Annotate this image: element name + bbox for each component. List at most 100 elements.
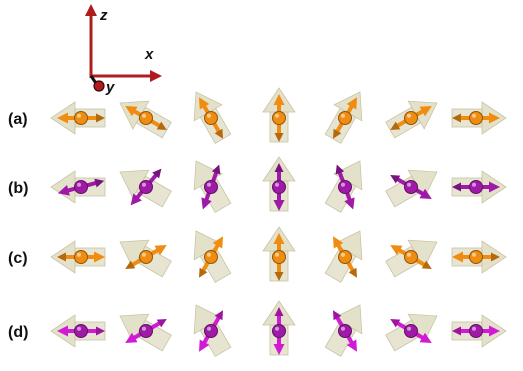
- arrow-head: [390, 245, 403, 256]
- arrow-tail: [390, 121, 401, 130]
- row-label: (a): [8, 111, 28, 128]
- atom-sphere: [204, 324, 218, 338]
- atom-highlight: [472, 252, 476, 257]
- spin-site: [50, 240, 106, 274]
- arrow-head: [273, 200, 285, 211]
- arrow-head: [125, 332, 138, 343]
- arrow-head: [154, 245, 167, 256]
- arrow-tail: [274, 307, 284, 316]
- arrow-head: [419, 106, 432, 117]
- atom-highlight: [142, 252, 146, 257]
- spin-site: [385, 100, 438, 139]
- arrow-head: [130, 193, 142, 206]
- arrow-head: [199, 97, 210, 110]
- atom-highlight: [275, 113, 279, 118]
- arrow-head: [333, 236, 344, 249]
- arrow-tail: [491, 252, 500, 262]
- spin-site: [193, 230, 232, 283]
- spin-site: [50, 170, 106, 204]
- arrow-tail: [333, 128, 342, 139]
- row-label: (c): [8, 250, 28, 267]
- spin-site: [451, 240, 507, 274]
- y-axis-dot: [93, 80, 105, 92]
- arrow-head: [212, 236, 223, 249]
- atom-sphere: [338, 324, 352, 338]
- atom-sphere: [74, 111, 88, 125]
- arrow-head: [452, 251, 463, 263]
- arrow-tail: [214, 310, 223, 321]
- arrow-tail: [199, 267, 208, 278]
- atom-sphere: [74, 324, 88, 338]
- arrow-head: [489, 325, 500, 337]
- arrow-head: [344, 197, 355, 210]
- atom-sphere: [469, 111, 483, 125]
- atom-sphere: [272, 111, 286, 125]
- spin-row: (a): [8, 87, 507, 144]
- atom-sphere: [469, 324, 483, 338]
- atom-sphere: [74, 180, 88, 194]
- atom-highlight: [275, 326, 279, 331]
- atom-sphere: [338, 180, 352, 194]
- cone-head: [50, 170, 76, 204]
- x-axis-arrowhead: [150, 70, 162, 82]
- atom-highlight: [407, 182, 411, 187]
- spin-site: [324, 304, 363, 357]
- atom-highlight: [472, 182, 476, 187]
- arrow-tail: [156, 319, 167, 328]
- arrow-head: [346, 339, 357, 352]
- arrow-tail: [57, 252, 66, 262]
- atom-sphere: [204, 250, 218, 264]
- arrow-tail: [452, 326, 461, 336]
- atom-highlight: [207, 182, 211, 187]
- coordinate-axes: z x y: [85, 4, 162, 96]
- atom-highlight: [341, 182, 345, 187]
- spin-site: [324, 160, 363, 213]
- spin-site: [451, 170, 507, 204]
- atom-sphere: [404, 324, 418, 338]
- spin-site: [385, 239, 438, 278]
- z-axis-label: z: [99, 7, 108, 24]
- atom-highlight: [275, 252, 279, 257]
- atom-highlight: [341, 113, 345, 118]
- atom-highlight: [341, 252, 345, 257]
- atom-highlight: [341, 326, 345, 331]
- atom-sphere: [469, 180, 483, 194]
- arrow-tail: [125, 260, 136, 269]
- atom-highlight: [142, 182, 146, 187]
- atom-sphere: [404, 250, 418, 264]
- atom-sphere: [139, 324, 153, 338]
- atom-highlight: [472, 326, 476, 331]
- arrow-tail: [452, 113, 461, 123]
- arrow-tail: [94, 178, 105, 188]
- atom-sphere: [204, 111, 218, 125]
- arrow-tail: [452, 182, 461, 192]
- spin-site: [262, 300, 296, 356]
- arrow-head: [419, 332, 432, 343]
- row-label: (d): [8, 324, 28, 341]
- spin-site: [193, 91, 232, 144]
- atom-highlight: [207, 326, 211, 331]
- spin-site: [119, 100, 172, 139]
- arrow-tail: [274, 272, 284, 281]
- atom-sphere: [139, 250, 153, 264]
- arrow-head: [489, 112, 500, 124]
- atom-sphere: [272, 180, 286, 194]
- arrow-tail: [333, 310, 342, 321]
- atom-sphere: [139, 180, 153, 194]
- arrow-tail: [390, 319, 401, 328]
- atom-sphere: [338, 111, 352, 125]
- arrow-tail: [390, 175, 401, 184]
- spin-site: [385, 313, 438, 352]
- y-axis-label: y: [105, 79, 115, 96]
- spin-site: [324, 230, 363, 283]
- atom-sphere: [338, 250, 352, 264]
- spin-site: [262, 87, 296, 143]
- spin-row: (b): [8, 156, 507, 213]
- spin-site: [119, 168, 172, 208]
- atom-sphere: [139, 111, 153, 125]
- spin-site: [119, 313, 172, 352]
- arrow-head: [201, 197, 212, 210]
- arrow-head: [57, 112, 68, 124]
- spin-site: [50, 314, 106, 348]
